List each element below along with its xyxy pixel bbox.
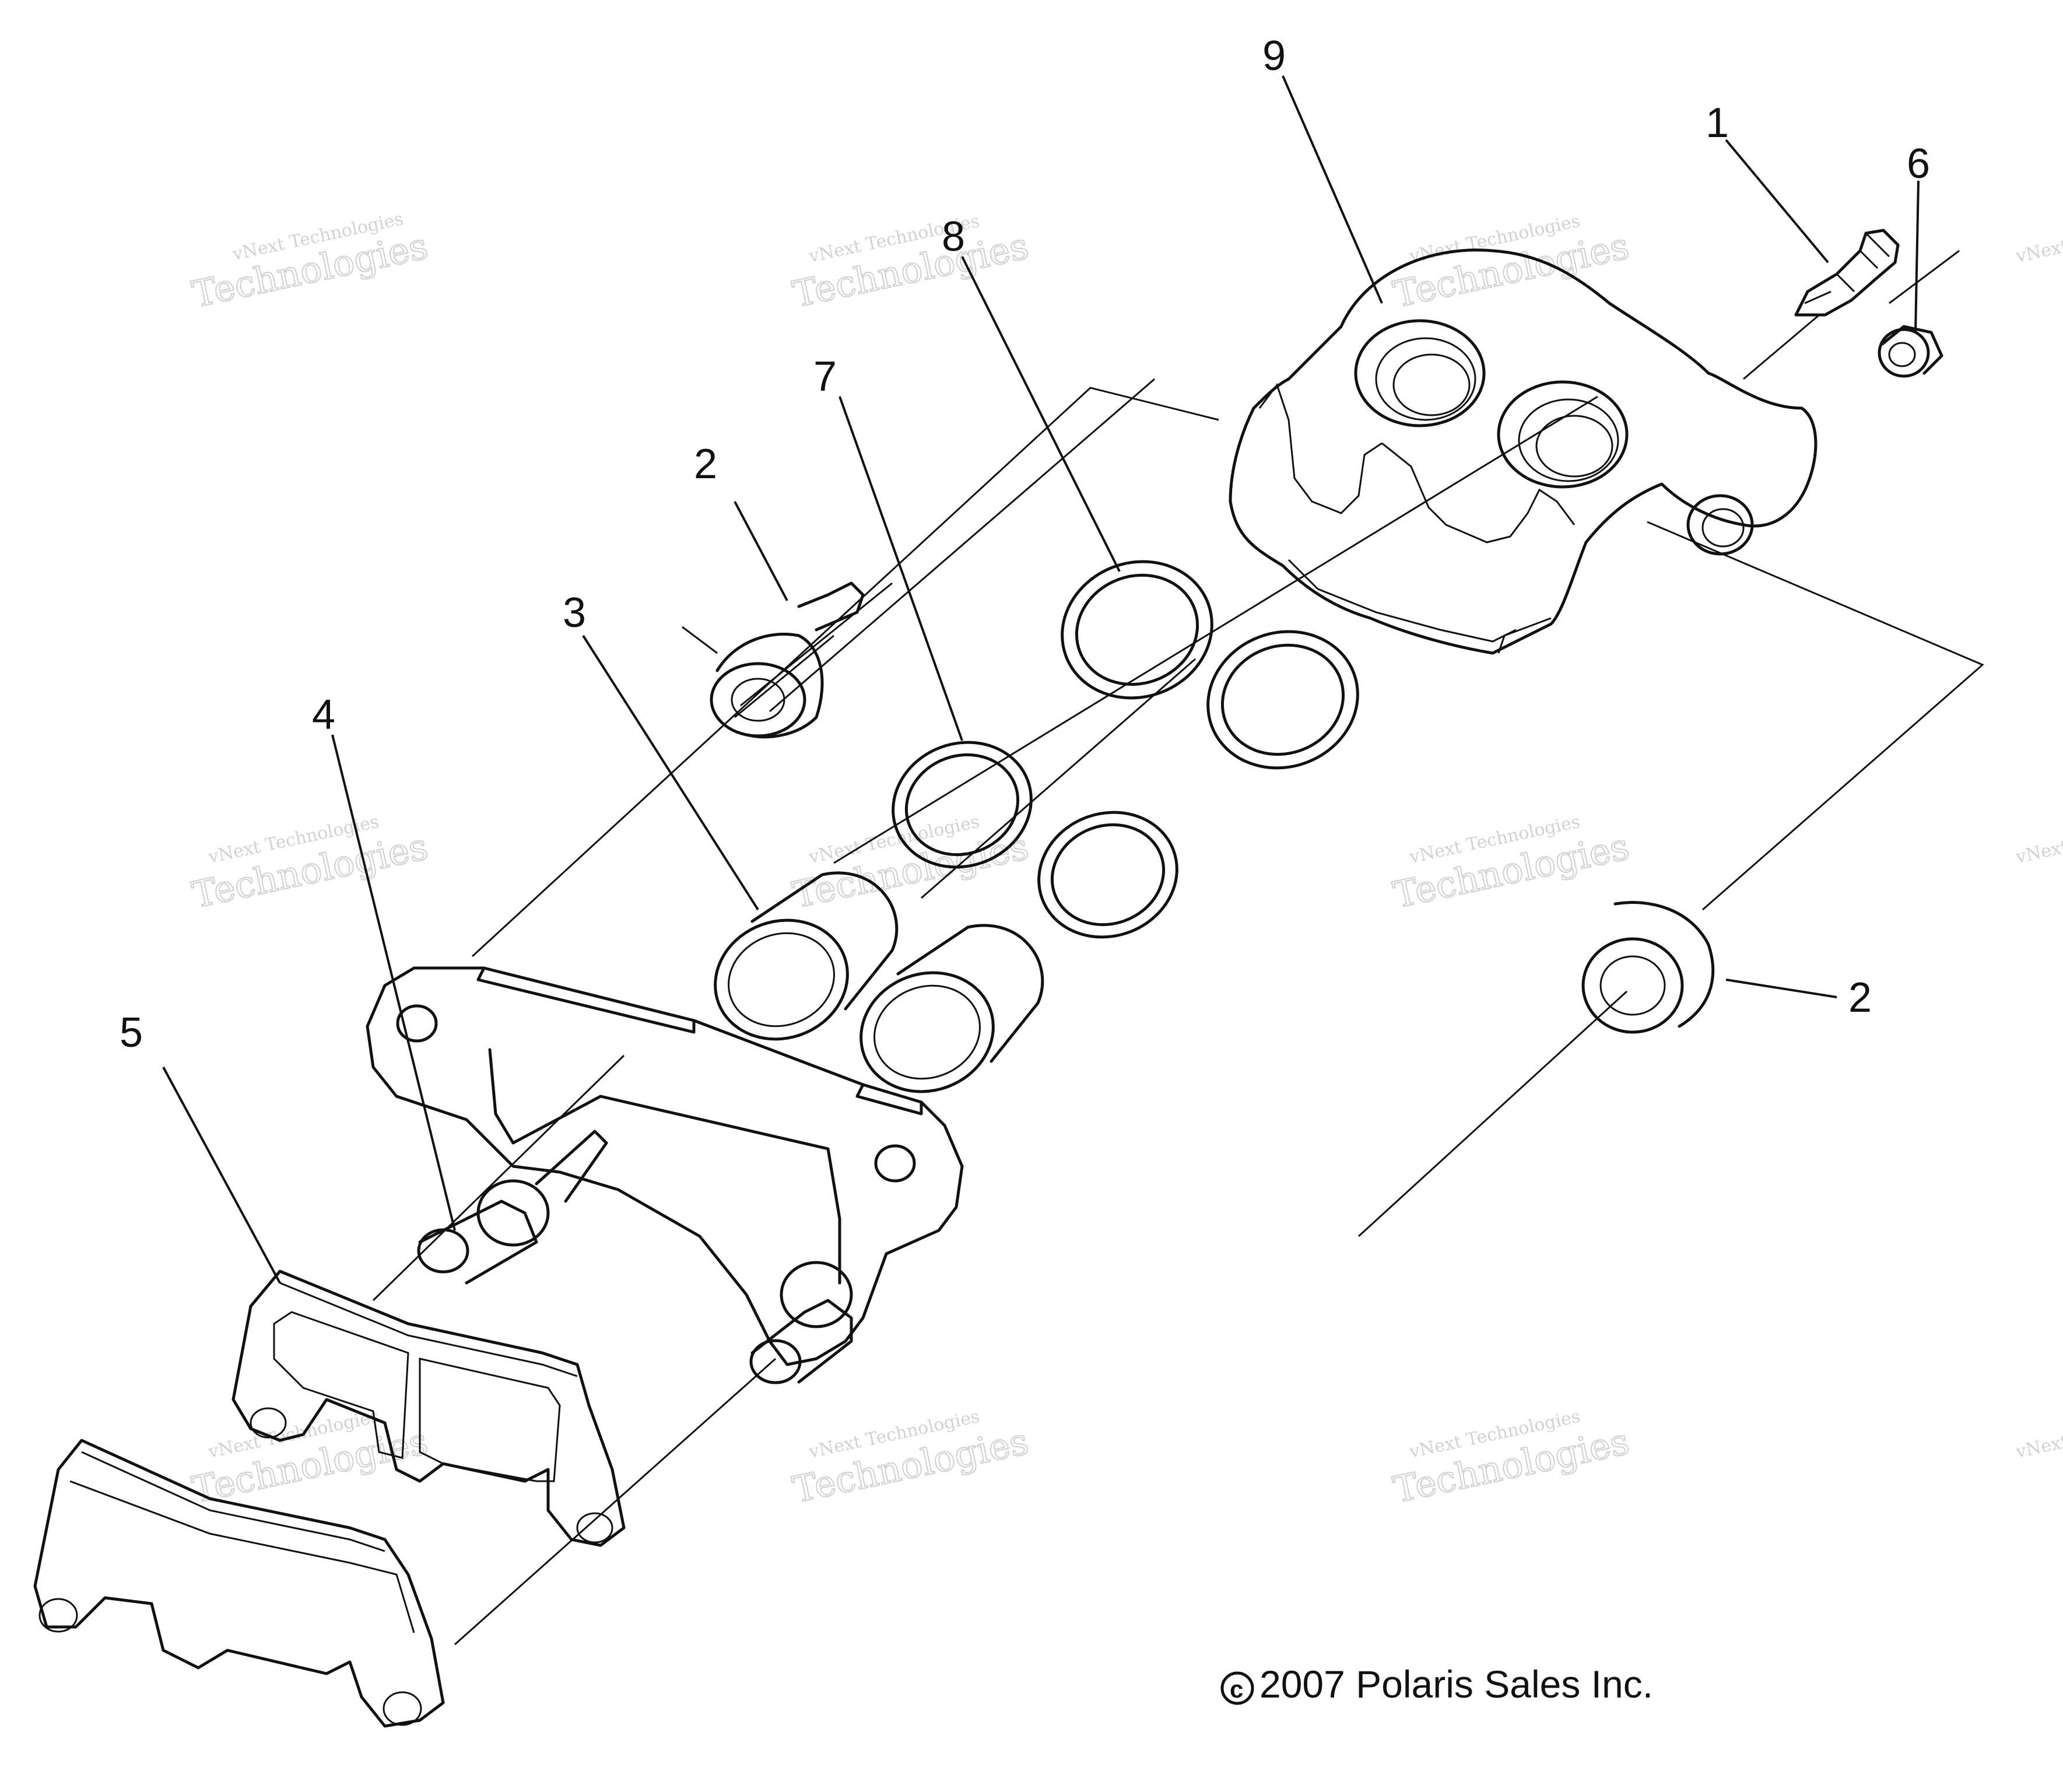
caliper-body xyxy=(1229,248,1818,655)
pin-boot-lower xyxy=(1581,901,1715,1034)
dust-seal-2 xyxy=(1037,811,1178,939)
dust-seal-1 xyxy=(892,741,1033,869)
callout-2-upper: 2 xyxy=(694,441,717,488)
leader-lines xyxy=(162,75,1920,1283)
brake-pad-inner xyxy=(231,1270,626,1547)
bracket-pin-2 xyxy=(749,1261,853,1384)
callout-6: 6 xyxy=(1907,141,1930,187)
callout-3: 3 xyxy=(563,590,586,636)
brake-pad-outer xyxy=(33,1439,445,1728)
watermark-group: Technologies vNext Technologies Technolo… xyxy=(188,211,2063,1512)
callout-1: 1 xyxy=(1706,100,1729,146)
piston-seal-upper-1 xyxy=(1061,560,1213,700)
piston-2 xyxy=(859,924,1044,1093)
watermark-text: vNext xyxy=(2013,1432,2063,1463)
callout-9: 9 xyxy=(1262,33,1286,79)
copyright-notice: 2007 Polaris Sales Inc. xyxy=(1219,1662,1653,1706)
callout-4: 4 xyxy=(312,692,335,738)
caliper-bracket xyxy=(366,966,964,1366)
watermark-text: vNext xyxy=(2013,837,2063,868)
callout-5: 5 xyxy=(120,1009,143,1056)
bleeder-screw xyxy=(1794,229,1900,317)
callout-2-lower: 2 xyxy=(1848,974,1872,1021)
bracket-pin-1 xyxy=(417,1130,608,1285)
callout-labels: 9 1 6 8 7 2 3 4 5 2 xyxy=(120,33,1930,1056)
callout-8: 8 xyxy=(942,213,965,260)
alignment-lines xyxy=(372,250,1984,1646)
callout-7: 7 xyxy=(813,353,837,400)
copyright-symbol: c xyxy=(1220,1671,1254,1705)
piston-seal-upper-2 xyxy=(1206,630,1359,770)
bleeder-cap xyxy=(1878,325,1943,378)
pin-boot-upper xyxy=(710,581,865,739)
piston-1 xyxy=(714,871,899,1041)
watermark-text: vNext xyxy=(2013,236,2063,267)
copyright-text: 2007 Polaris Sales Inc. xyxy=(1259,1663,1654,1706)
copyright-letter: c xyxy=(1230,1675,1243,1703)
